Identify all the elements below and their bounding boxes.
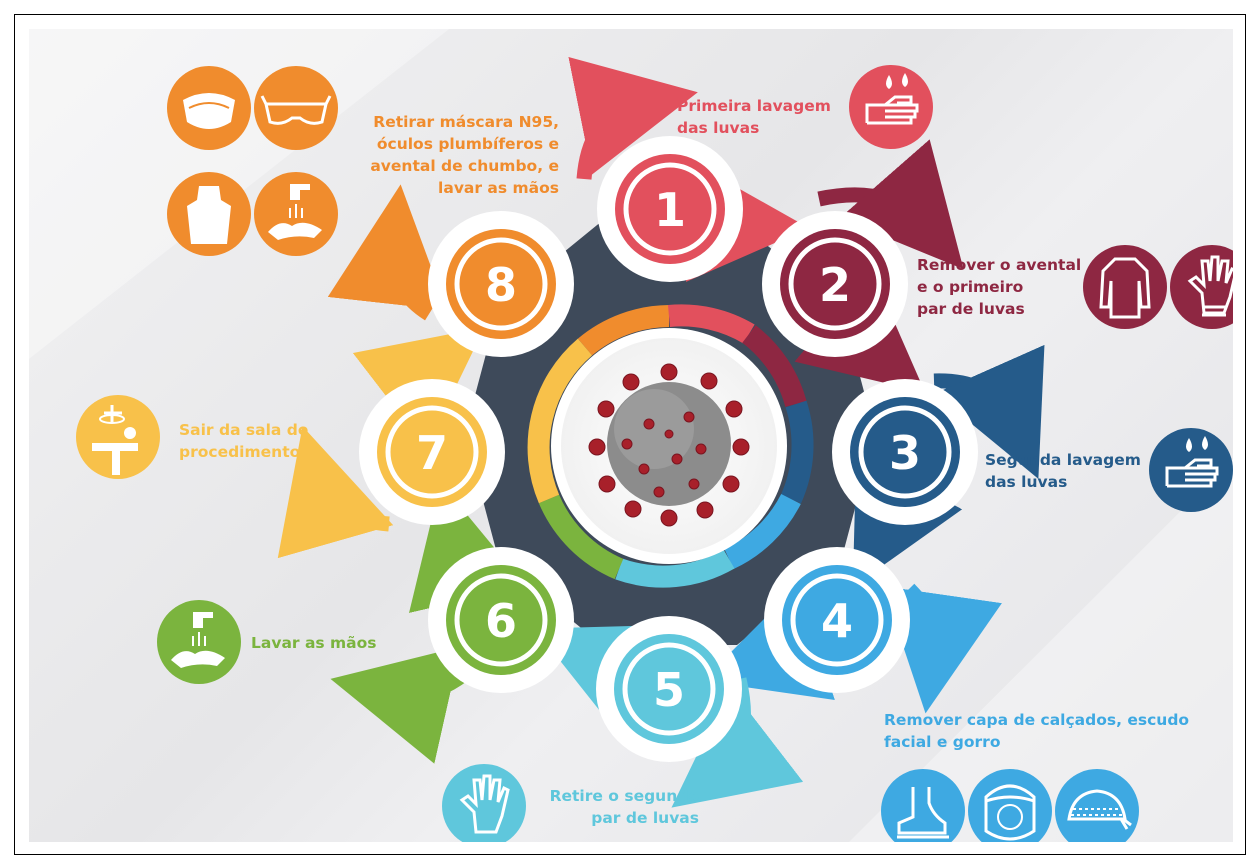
arrow-step-4-out xyxy=(883,583,1002,714)
step-1-label-line: Primeira lavagem xyxy=(677,97,831,115)
handwash-faucet-icon xyxy=(157,600,241,684)
handwash-faucet-icon xyxy=(254,172,338,256)
step-6-number: 6 xyxy=(485,594,517,648)
step-4-label: Remover capa de calçados, escudo facial … xyxy=(884,709,1189,753)
step-8-label-line: óculos plumbíferos e xyxy=(376,135,559,153)
step-2: 2 xyxy=(762,211,908,357)
step-5: 5 xyxy=(596,616,742,762)
infographic-canvas: 1 2 3 4 5 6 7 8 xyxy=(29,29,1233,842)
infographic-frame: 1 2 3 4 5 6 7 8 xyxy=(14,14,1246,855)
step-3: 3 xyxy=(832,379,978,525)
shoe-cover-icon xyxy=(881,769,965,842)
step-8-label-line: avental de chumbo, e xyxy=(370,157,559,175)
step-3-number: 3 xyxy=(889,426,921,480)
glove-icon xyxy=(442,764,526,842)
step-7-label: Sair da sala de procedimento xyxy=(179,419,308,463)
arrow-to-step-1 xyxy=(568,56,698,180)
arrow-step-2-out xyxy=(817,139,964,270)
step-6-label: Lavar as mãos xyxy=(251,632,377,654)
step-4-label-line: facial e gorro xyxy=(884,733,1001,751)
step-3-label-line: das luvas xyxy=(985,473,1068,491)
step-2-label-line: par de luvas xyxy=(917,300,1025,318)
arrow-step-8-out xyxy=(327,184,448,321)
glove-icon xyxy=(1170,245,1233,329)
step-4-label-line: Remover capa de calçados, escudo xyxy=(884,711,1190,729)
step-3-label-line: Segunda lavagem xyxy=(985,451,1141,469)
hand-drops-icon xyxy=(1149,428,1233,512)
step-7-label-line: Sair da sala de xyxy=(179,421,309,439)
step-8-label-line: Retirar máscara N95, xyxy=(373,113,559,131)
arrow-step-3-out xyxy=(933,344,1045,479)
step-5-label-line: par de luvas xyxy=(591,809,699,827)
goggles-icon xyxy=(254,66,338,150)
cap-icon xyxy=(1055,769,1139,842)
step-7-label-line: procedimento xyxy=(179,443,301,461)
step-6: 6 xyxy=(428,547,574,693)
gown-icon xyxy=(1083,245,1167,329)
step-8: 8 xyxy=(428,211,574,357)
step-2-number: 2 xyxy=(819,258,851,312)
step-8-label-line: lavar as mãos xyxy=(438,179,559,197)
step-2-label-line: e o primeiro xyxy=(917,278,1024,296)
step-4: 4 xyxy=(764,547,910,693)
step-1-label: Primeira lavagem das luvas xyxy=(677,95,831,139)
bg-shade xyxy=(849,459,1233,842)
arrow-step-6-out xyxy=(330,646,469,764)
step-7-number: 7 xyxy=(416,426,448,480)
n95-mask-icon xyxy=(167,66,251,150)
step-6-label-line: Lavar as mãos xyxy=(251,634,377,652)
lead-apron-icon xyxy=(167,172,251,256)
step-1: 1 xyxy=(597,136,743,282)
step-5-label: Retire o segundo par de luvas xyxy=(509,785,699,829)
coronavirus-image xyxy=(588,363,750,527)
step-3-label: Segunda lavagem das luvas xyxy=(985,449,1141,493)
step-7: 7 xyxy=(359,379,505,525)
hand-drops-icon xyxy=(849,65,933,149)
step-8-number: 8 xyxy=(485,258,517,312)
color-ring xyxy=(527,304,814,588)
diagram-graphics: 1 2 3 4 5 6 7 8 xyxy=(29,29,1233,842)
step-4-number: 4 xyxy=(821,594,853,648)
step-5-label-line: Retire o segundo xyxy=(549,787,699,805)
procedure-room-icon xyxy=(76,395,160,479)
step-1-number: 1 xyxy=(654,183,686,237)
step-2-label: Remover o avental e o primeiro par de lu… xyxy=(917,254,1081,320)
step-5-number: 5 xyxy=(653,663,685,717)
step-1-label-line: das luvas xyxy=(677,119,760,137)
arrow-step-7-out xyxy=(277,426,394,559)
step-2-label-line: Remover o avental xyxy=(917,256,1082,274)
face-shield-icon xyxy=(968,769,1052,842)
step-8-label: Retirar máscara N95, óculos plumbíferos … xyxy=(339,111,559,199)
